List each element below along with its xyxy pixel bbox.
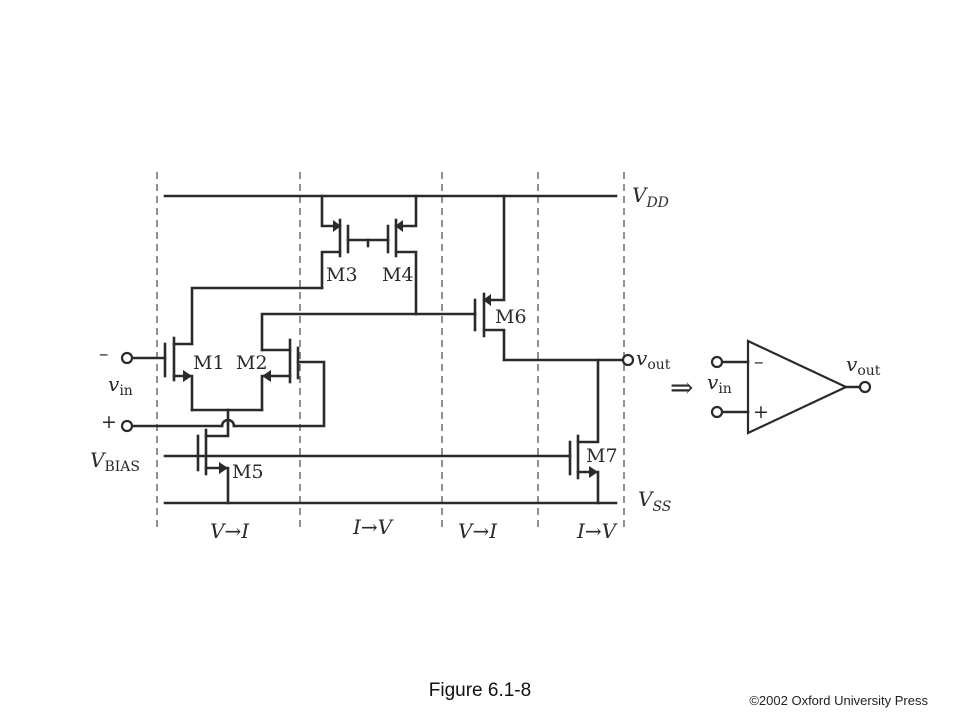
vdd-label: VDD	[632, 183, 669, 211]
section-label-3: V→I	[458, 519, 498, 543]
opamp-plus-terminal	[710, 405, 724, 419]
plus-input-terminal	[120, 419, 134, 433]
m2-label: M2	[236, 352, 268, 374]
opamp-vout-label: vout	[846, 352, 881, 379]
section-label-2: I→V	[352, 515, 395, 539]
vbias-label: VBIAS	[90, 448, 140, 475]
opamp-output-terminal	[858, 380, 872, 394]
m3-label: M3	[326, 264, 358, 286]
transistor-m2	[260, 338, 300, 412]
figure-caption: Figure 6.1-8	[428, 680, 532, 701]
section-label-1: V→I	[210, 519, 250, 543]
opamp-minus-terminal	[710, 355, 724, 369]
transistor-m6	[473, 194, 506, 362]
output-terminal	[621, 353, 635, 367]
equivalence-arrow: ⇒	[670, 371, 693, 404]
m1-label: M1	[193, 352, 225, 374]
m6-label: M6	[495, 306, 527, 328]
opamp-symbol	[710, 339, 872, 435]
wire-crossover	[220, 418, 236, 428]
transistor-m5	[196, 422, 230, 505]
transistor-m7	[568, 358, 600, 505]
vout-label: vout	[636, 346, 671, 373]
section-label-4: I→V	[576, 519, 619, 543]
copyright-notice: ©2002 Oxford University Press	[749, 693, 928, 708]
m4-label: M4	[382, 264, 414, 286]
m1-drain-wire	[190, 286, 324, 346]
minus-sign-label: –	[99, 343, 109, 365]
vss-label: VSS	[638, 487, 671, 515]
vin-label: vin	[108, 372, 133, 399]
plus-input-wire-2	[232, 360, 326, 428]
m7-label: M7	[586, 445, 618, 467]
transistor-m4	[386, 194, 418, 316]
m6-gate-wire	[260, 312, 477, 352]
mirror-gate-wire	[346, 238, 390, 248]
transistor-m1	[163, 336, 194, 412]
minus-input-terminal	[120, 351, 134, 365]
plus-sign-label: +	[101, 411, 117, 433]
opamp-plus-label: +	[753, 401, 769, 423]
opamp-minus-label: –	[754, 351, 764, 373]
opamp-vin-label: vin	[707, 370, 732, 397]
m5-label: M5	[232, 461, 264, 483]
